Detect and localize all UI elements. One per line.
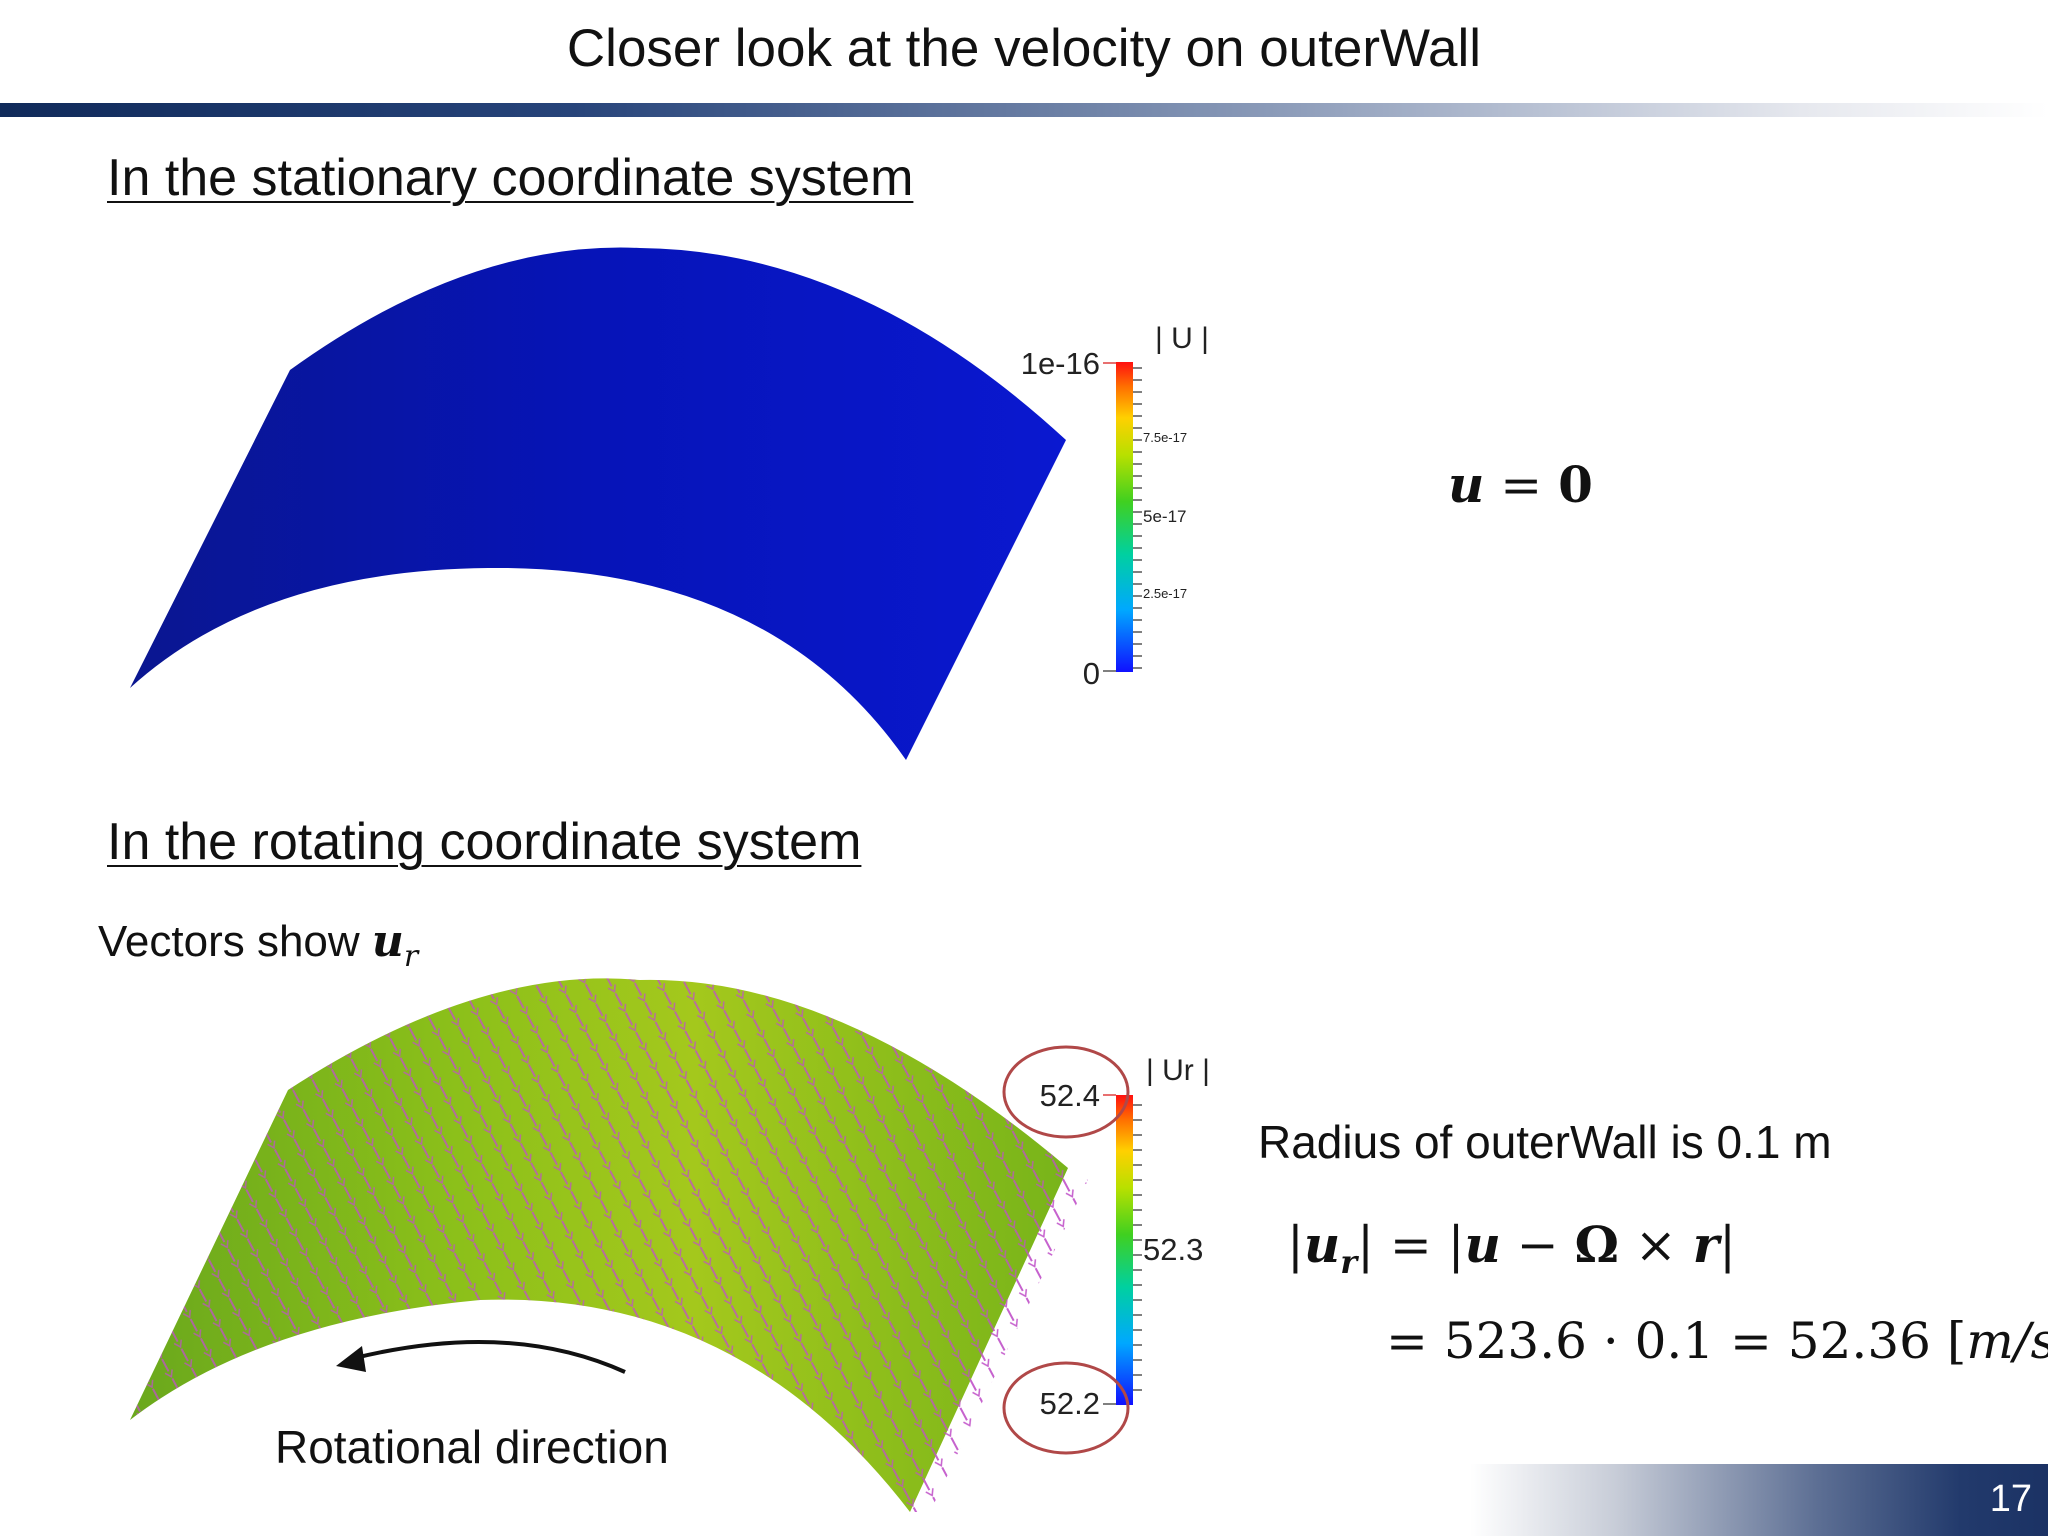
eq1-bar-open: |: [1287, 1216, 1304, 1274]
stationary-colorbar: | U | 1e-16 7.5e-17 5e-17 2.5e-17 0: [1021, 322, 1209, 691]
equation-u-zero: u = 0: [1448, 455, 1593, 514]
eq1-rest-prefix: = |: [1373, 1216, 1465, 1274]
footer-bar: [1470, 1464, 2048, 1536]
rotating-legend-title: | Ur |: [1146, 1054, 1210, 1087]
heading-stationary: In the stationary coordinate system: [107, 149, 914, 207]
stationary-legend-title: | U |: [1155, 322, 1209, 355]
eq1-rest-u: u: [1464, 1215, 1501, 1274]
vectors-caption: Vectors show ur: [98, 916, 418, 974]
title-divider-bar: [0, 103, 2048, 117]
eq1-times: ×: [1619, 1216, 1693, 1274]
stationary-legend-tick-2: 5e-17: [1143, 507, 1186, 526]
rotating-legend-mid: 52.3: [1143, 1232, 1203, 1267]
vectors-caption-symbol: u: [371, 916, 404, 967]
heading-rotating: In the rotating coordinate system: [107, 813, 862, 871]
rotating-legend-min: 52.2: [1040, 1386, 1100, 1421]
eq1-omega: Ω: [1574, 1215, 1620, 1274]
equation-ur-magnitude: |ur| = |u − Ω × r|: [1287, 1215, 1736, 1281]
highlight-circle-min: [1002, 1361, 1130, 1455]
equation-ur-value: = 523.6 · 0.1 = 52.36 [m/s]: [1386, 1312, 2048, 1370]
eq2-unit: m/s: [1966, 1312, 2048, 1370]
eq1-close: |: [1719, 1216, 1736, 1274]
page-number: 17: [1989, 1478, 2032, 1520]
stationary-legend-tick-3: 2.5e-17: [1143, 586, 1187, 601]
rotating-colorbar: | Ur | 52.4 52.3 52.2: [1040, 1054, 1210, 1421]
rotational-direction-label: Rotational direction: [275, 1421, 669, 1473]
rotation-arrow: [336, 1339, 626, 1374]
eq1-u: u: [1303, 1215, 1341, 1274]
highlight-circle-max: [1002, 1045, 1130, 1139]
eq1-minus: −: [1500, 1216, 1575, 1274]
eq1-r: r: [1692, 1215, 1720, 1274]
eq-zero-value: 0: [1558, 455, 1593, 514]
rotating-legend-max: 52.4: [1040, 1078, 1100, 1113]
stationary-legend-max: 1e-16: [1021, 346, 1100, 381]
eq-equals: =: [1500, 456, 1543, 514]
vectors-caption-sub: r: [403, 938, 419, 974]
stationary-surface: [130, 247, 1066, 760]
vectors-caption-text: Vectors show: [98, 917, 360, 966]
stationary-legend-tick-1: 7.5e-17: [1143, 430, 1187, 445]
eq2-prefix: = 523.6 · 0.1 = 52.36 [: [1386, 1312, 1967, 1370]
radius-statement: Radius of outerWall is 0.1 m: [1258, 1116, 1832, 1168]
eq1-sub: r: [1340, 1243, 1358, 1281]
slide-title: Closer look at the velocity on outerWall: [566, 19, 1482, 78]
eq1-bar-close: |: [1357, 1216, 1374, 1274]
eq-u-symbol: u: [1448, 455, 1485, 514]
stationary-legend-min: 0: [1083, 656, 1100, 691]
